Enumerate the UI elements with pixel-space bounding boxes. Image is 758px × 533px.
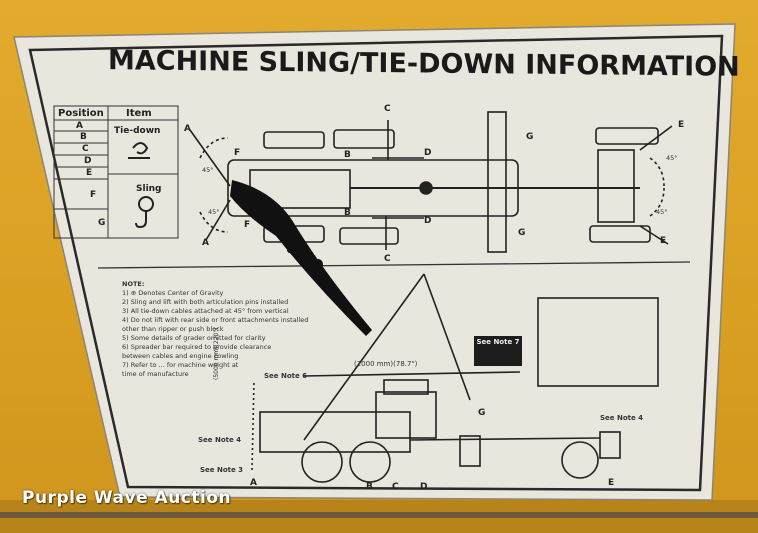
angle-label-1: 45°	[202, 166, 214, 174]
label-d-side: D	[420, 482, 428, 492]
top-view-diagram	[189, 111, 673, 253]
table-row-d: D	[84, 156, 92, 166]
note-line: other than ripper or push block	[122, 325, 224, 333]
position-table	[53, 105, 179, 239]
notes-block: NOTE: 1) ⊕ Denotes Center of Gravity 2) …	[122, 280, 332, 379]
dimension-top: (2000 mm)(78.7")	[354, 360, 418, 368]
table-row-a: A	[76, 121, 83, 131]
see-note-4-right: See Note 4	[600, 414, 644, 422]
label-a-bottom: A	[202, 238, 209, 248]
label-a-top: A	[184, 124, 191, 134]
plate-title: MACHINE SLING/TIE-DOWN INFORMATION	[108, 45, 740, 83]
label-c-top: C	[384, 104, 391, 114]
label-e-bottom: E	[660, 236, 667, 246]
table-header-item: Item	[126, 108, 152, 119]
note-line: 3) All tie-down cables attached at 45° f…	[122, 307, 289, 315]
label-f-top: F	[234, 148, 241, 158]
note-line: time of manufacture	[122, 370, 189, 378]
note-line: 2) Sling and lift with both articulation…	[122, 298, 289, 306]
table-header-position: Position	[58, 108, 104, 119]
sling-label: Sling	[136, 184, 162, 194]
label-g-side: G	[478, 408, 486, 418]
note-line: 4) Do not lift with rear side or front a…	[122, 316, 309, 324]
label-e-top: E	[678, 120, 685, 130]
note-line: between cables and engine cowling	[122, 352, 239, 360]
machine-frame-bottom	[0, 500, 758, 533]
label-b-top: B	[344, 150, 351, 160]
label-g-bottom: G	[518, 228, 526, 238]
see-note-3: See Note 3	[200, 466, 244, 474]
notes-heading: NOTE:	[122, 280, 145, 288]
dimension-left: (5000 mm)(220")	[213, 327, 220, 380]
label-b-bottom: B	[344, 208, 351, 218]
label-a-side: A	[250, 478, 257, 488]
table-row-c: C	[82, 144, 89, 154]
label-d-bottom: D	[424, 216, 432, 226]
note-line: 7) Refer to ... for machine weight at	[122, 361, 239, 369]
see-note-7-label: See Note 7	[476, 338, 520, 346]
angle-label-4: 45°	[656, 208, 668, 216]
side-view-diagram	[251, 273, 659, 483]
see-note-7-plate: See Note 7	[474, 336, 522, 366]
table-row-f: F	[90, 190, 97, 200]
label-b-side: B	[366, 482, 373, 492]
sling-icon	[135, 196, 154, 229]
see-note-6: See Note 6	[264, 372, 308, 380]
note-line: 6) Spreader bar required to provide clea…	[122, 343, 272, 351]
grease-stain	[230, 180, 372, 336]
angle-label-2: 45°	[208, 208, 220, 216]
note-line: 5) Some details of grader omitted for cl…	[122, 334, 266, 342]
watermark-text: Purple Wave Auction	[22, 488, 232, 508]
label-c-bottom: C	[384, 254, 391, 264]
table-row-g: G	[98, 218, 106, 228]
see-note-4-left: See Note 4	[198, 436, 242, 444]
table-row-e: E	[86, 168, 93, 178]
label-d-top: D	[424, 148, 432, 158]
label-e-side: E	[608, 478, 615, 488]
label-g-top: G	[526, 132, 534, 142]
note-line: 1) ⊕ Denotes Center of Gravity	[122, 289, 224, 297]
label-c-side: C	[392, 482, 399, 492]
angle-label-3: 45°	[666, 154, 678, 162]
tie-down-label: Tie-down	[114, 126, 161, 136]
tie-down-icon	[128, 142, 150, 159]
label-f-bottom: F	[244, 220, 251, 230]
table-row-b: B	[80, 132, 87, 142]
